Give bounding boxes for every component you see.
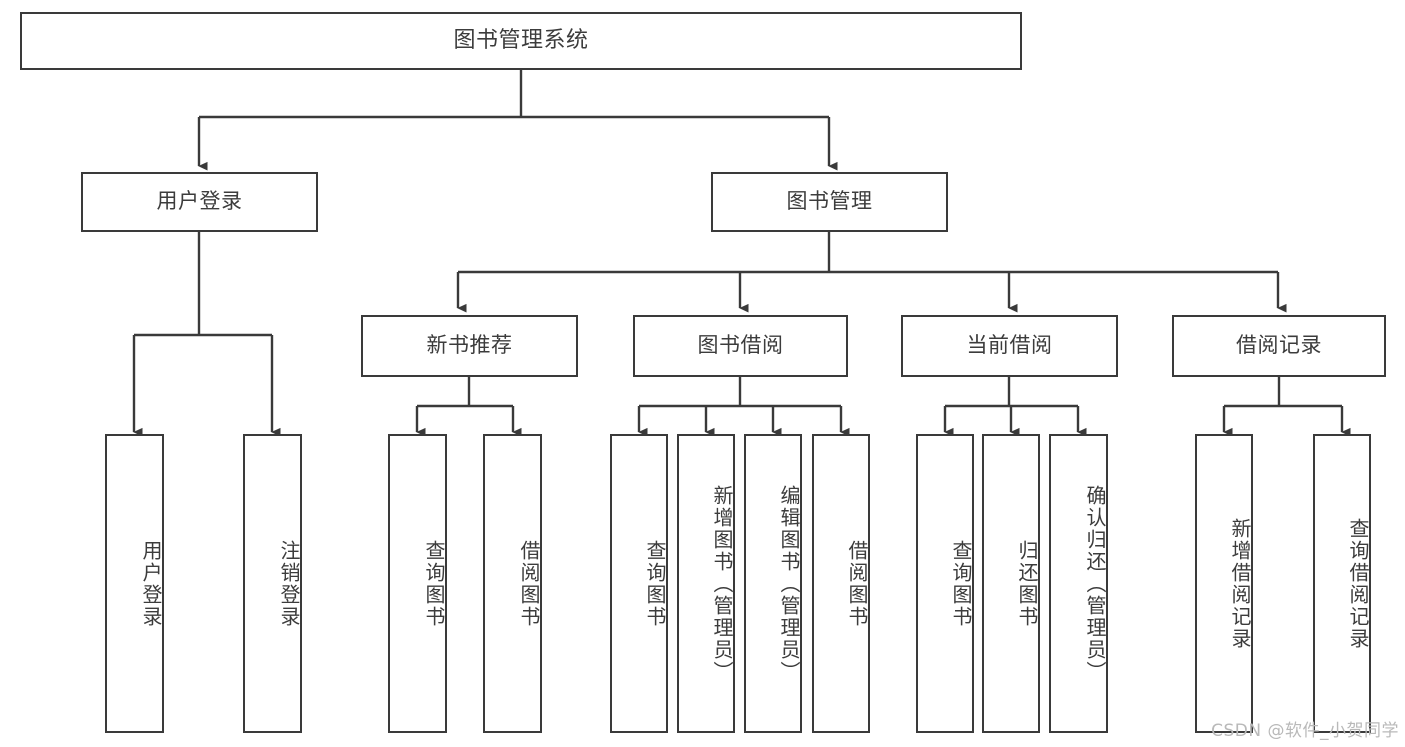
node-label: 图书借阅 — [697, 333, 784, 358]
leaf-record-query-record[interactable]: 查询借阅记录 — [1313, 434, 1371, 733]
node-label: 新增图书（管理员） — [710, 484, 734, 683]
leaf-record-add-record[interactable]: 新增借阅记录 — [1195, 434, 1253, 733]
leaf-borrow-borrow-book[interactable]: 借阅图书 — [812, 434, 870, 733]
node-label: 图书管理系统 — [453, 27, 589, 53]
node-label: 编辑图书（管理员） — [777, 484, 801, 683]
leaf-recommend-query-book[interactable]: 查询图书 — [388, 434, 447, 733]
node-label: 查询图书 — [949, 539, 973, 628]
node-root-system[interactable]: 图书管理系统 — [20, 12, 1022, 70]
leaf-current-confirm-return[interactable]: 确认归还（管理员） — [1049, 434, 1108, 733]
node-new-book-recommend[interactable]: 新书推荐 — [361, 315, 578, 377]
leaf-recommend-borrow-book[interactable]: 借阅图书 — [483, 434, 542, 733]
node-label: 借阅图书 — [517, 539, 541, 628]
leaf-user-login-login[interactable]: 用户登录 — [105, 434, 164, 733]
leaf-user-login-logout[interactable]: 注销登录 — [243, 434, 302, 733]
node-label: 注销登录 — [277, 539, 301, 628]
node-label: 查询图书 — [422, 539, 446, 628]
node-book-borrow[interactable]: 图书借阅 — [633, 315, 848, 377]
node-label: 查询借阅记录 — [1346, 517, 1370, 650]
node-borrow-record[interactable]: 借阅记录 — [1172, 315, 1386, 377]
node-book-management[interactable]: 图书管理 — [711, 172, 948, 232]
node-label: 新书推荐 — [426, 333, 513, 358]
csdn-watermark: CSDN @软件_小贺同学 — [1211, 721, 1399, 741]
node-user-login[interactable]: 用户登录 — [81, 172, 318, 232]
node-current-borrow[interactable]: 当前借阅 — [901, 315, 1118, 377]
leaf-borrow-query-book[interactable]: 查询图书 — [610, 434, 668, 733]
node-label: 借阅图书 — [845, 539, 869, 628]
node-label: 新增借阅记录 — [1228, 517, 1252, 650]
leaf-current-query-book[interactable]: 查询图书 — [916, 434, 974, 733]
node-label: 借阅记录 — [1236, 333, 1322, 358]
node-label: 当前借阅 — [966, 333, 1053, 358]
leaf-borrow-add-book[interactable]: 新增图书（管理员） — [677, 434, 735, 733]
node-label: 图书管理 — [786, 189, 873, 214]
leaf-borrow-edit-book[interactable]: 编辑图书（管理员） — [744, 434, 802, 733]
node-label: 查询图书 — [643, 539, 667, 628]
node-label: 确认归还（管理员） — [1083, 484, 1107, 683]
node-label: 归还图书 — [1015, 539, 1039, 628]
node-label: 用户登录 — [139, 539, 163, 628]
leaf-current-return-book[interactable]: 归还图书 — [982, 434, 1040, 733]
node-label: 用户登录 — [156, 189, 243, 214]
